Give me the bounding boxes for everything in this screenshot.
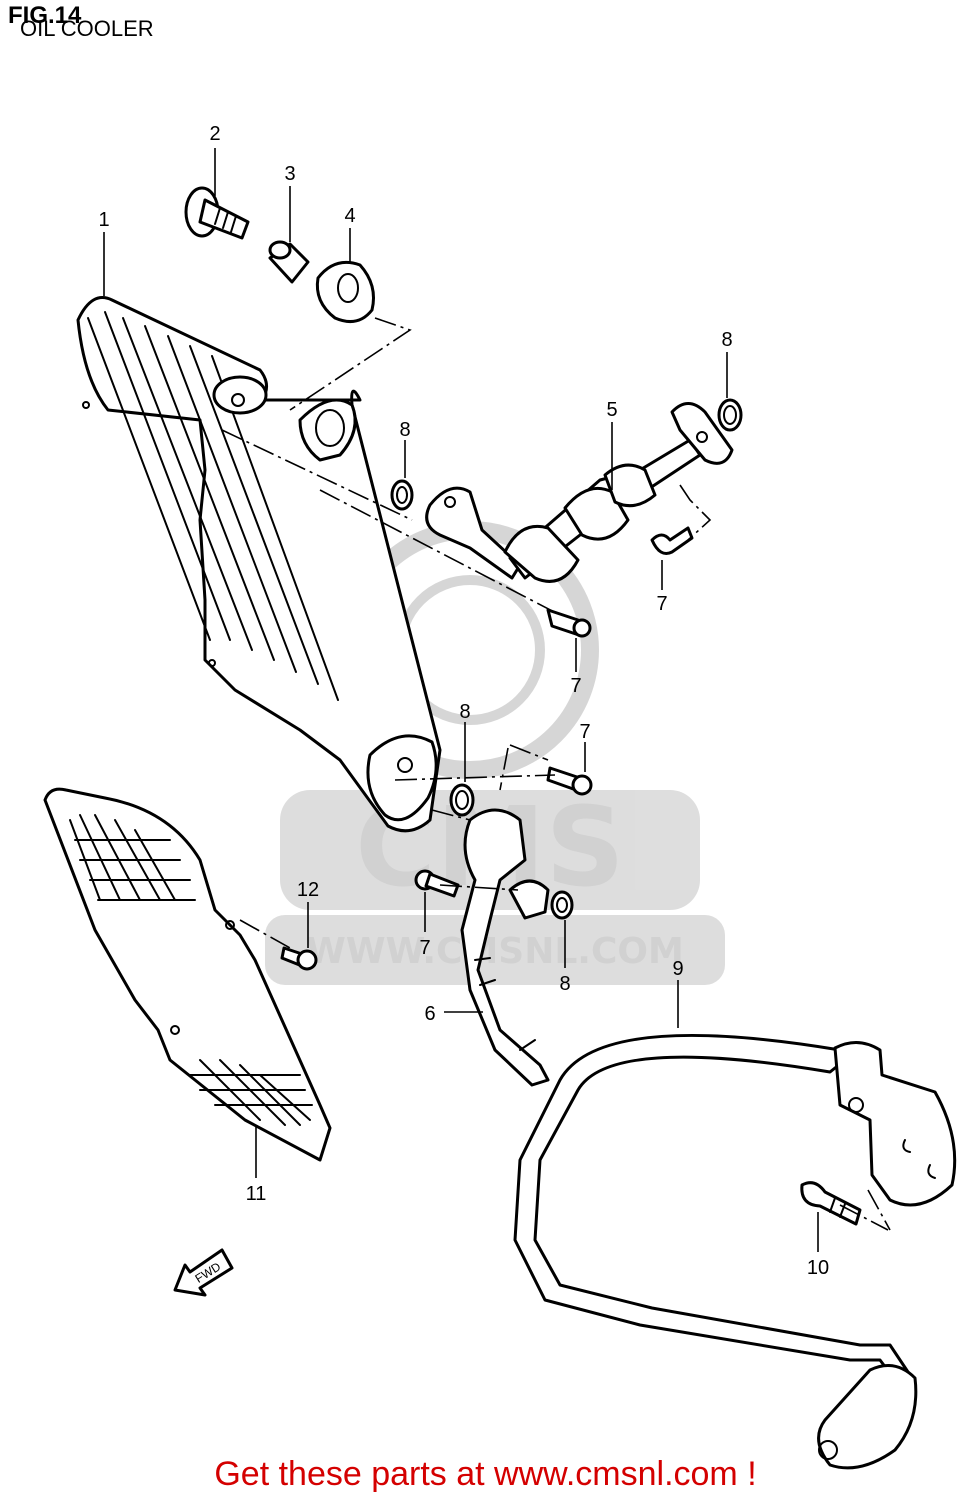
callout-4: 4 xyxy=(344,205,355,227)
part-9-guard-pipe[interactable] xyxy=(513,1034,957,1470)
callout-9: 9 xyxy=(672,958,683,980)
callout-8-d: 8 xyxy=(559,973,570,995)
footer-link-banner[interactable]: Get these parts at www.cmsnl.com ! xyxy=(214,1455,757,1493)
callout-8-a: 8 xyxy=(721,329,732,351)
leader-lines xyxy=(103,148,819,1252)
figure-number: FIG.14 xyxy=(8,2,82,29)
callout-7-d: 7 xyxy=(419,937,430,959)
callout-7-a: 7 xyxy=(656,593,667,615)
guard-mesh xyxy=(69,814,313,1126)
part-10-bolt[interactable] xyxy=(800,1181,862,1226)
callout-8-c: 8 xyxy=(459,701,470,723)
watermark-url: WWW.CMSNL.COM xyxy=(306,931,684,972)
part-5-oil-hose[interactable] xyxy=(425,402,734,583)
forward-direction-arrow: FWD xyxy=(173,1248,234,1297)
part-8-o-ring-a[interactable] xyxy=(390,479,414,511)
callout-6: 6 xyxy=(424,1003,435,1025)
part-7-bolt-b[interactable] xyxy=(546,608,592,638)
callout-12: 12 xyxy=(297,879,319,901)
part-6-oil-pipe[interactable] xyxy=(460,808,550,1087)
callout-7-c: 7 xyxy=(579,721,590,743)
part-8-o-ring-d[interactable] xyxy=(550,890,574,920)
callout-5: 5 xyxy=(606,399,617,421)
callout-2: 2 xyxy=(209,123,220,145)
part-8-o-ring-b[interactable] xyxy=(717,398,743,432)
assembly-lines xyxy=(221,317,891,1231)
part-8-o-ring-c[interactable] xyxy=(449,783,475,817)
part-7-bolt-c[interactable] xyxy=(546,766,593,796)
part-12-bolt[interactable] xyxy=(280,946,318,971)
callout-11: 11 xyxy=(246,1183,267,1205)
callout-3: 3 xyxy=(284,163,295,185)
part-3-collar[interactable] xyxy=(268,240,310,284)
part-1-oil-cooler[interactable] xyxy=(76,296,442,833)
part-4-grommet[interactable] xyxy=(315,260,375,324)
part-11-radiator-guard[interactable] xyxy=(43,787,332,1162)
callout-8-b: 8 xyxy=(399,419,410,441)
callout-10: 10 xyxy=(807,1257,829,1279)
callout-7-b: 7 xyxy=(570,675,581,697)
callout-numbers: 1 2 3 4 5 6 7 7 7 7 8 8 8 8 9 10 11 12 xyxy=(98,123,829,1279)
part-2-bolt[interactable] xyxy=(184,186,250,240)
part-7-bolt-a[interactable] xyxy=(650,526,694,555)
figure-subtitle: OIL COOLER xyxy=(20,16,154,41)
callout-1: 1 xyxy=(98,209,109,231)
